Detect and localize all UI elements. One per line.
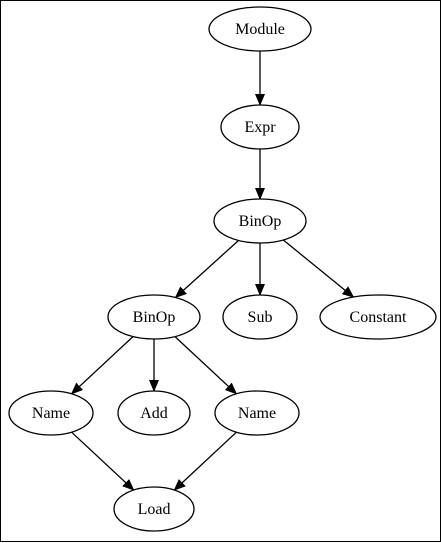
edge-name2-to-load: [173, 431, 237, 491]
node-label-name1: Name: [32, 405, 70, 422]
node-label-name2: Name: [238, 405, 276, 422]
node-label-load: Load: [138, 501, 171, 518]
node-binop1: BinOp: [213, 198, 307, 244]
node-name1: Name: [8, 390, 94, 436]
node-label-binop2: BinOp: [133, 309, 176, 326]
node-label-binop1: BinOp: [239, 213, 282, 230]
node-expr: Expr: [220, 104, 300, 150]
node-load: Load: [113, 486, 195, 532]
edge-binop1-to-binop2: [174, 240, 239, 299]
edge-name1-to-load: [71, 431, 135, 491]
node-ellipse-add: [117, 390, 191, 436]
node-constant: Constant: [319, 294, 437, 340]
node-add: Add: [117, 390, 191, 436]
edge-binop2-to-name2: [174, 336, 238, 395]
edge-binop1-to-constant: [282, 239, 355, 298]
node-ellipse-binop1: [213, 198, 307, 244]
node-ellipse-constant: [319, 294, 437, 340]
node-module: Module: [208, 6, 312, 52]
node-label-constant: Constant: [350, 309, 407, 326]
node-label-add: Add: [140, 405, 168, 422]
edges-layer: [70, 51, 355, 491]
node-ellipse-binop2: [107, 294, 201, 340]
node-sub: Sub: [222, 294, 298, 340]
node-ellipse-module: [208, 6, 312, 52]
edge-binop2-to-name1: [70, 336, 134, 395]
node-ellipse-expr: [220, 104, 300, 150]
node-label-sub: Sub: [248, 309, 273, 326]
node-label-module: Module: [235, 21, 285, 38]
node-name2: Name: [214, 390, 300, 436]
node-ellipse-name1: [8, 390, 94, 436]
node-ellipse-load: [113, 486, 195, 532]
node-ellipse-name2: [214, 390, 300, 436]
node-ellipse-sub: [222, 294, 298, 340]
node-binop2: BinOp: [107, 294, 201, 340]
node-label-expr: Expr: [244, 119, 276, 136]
